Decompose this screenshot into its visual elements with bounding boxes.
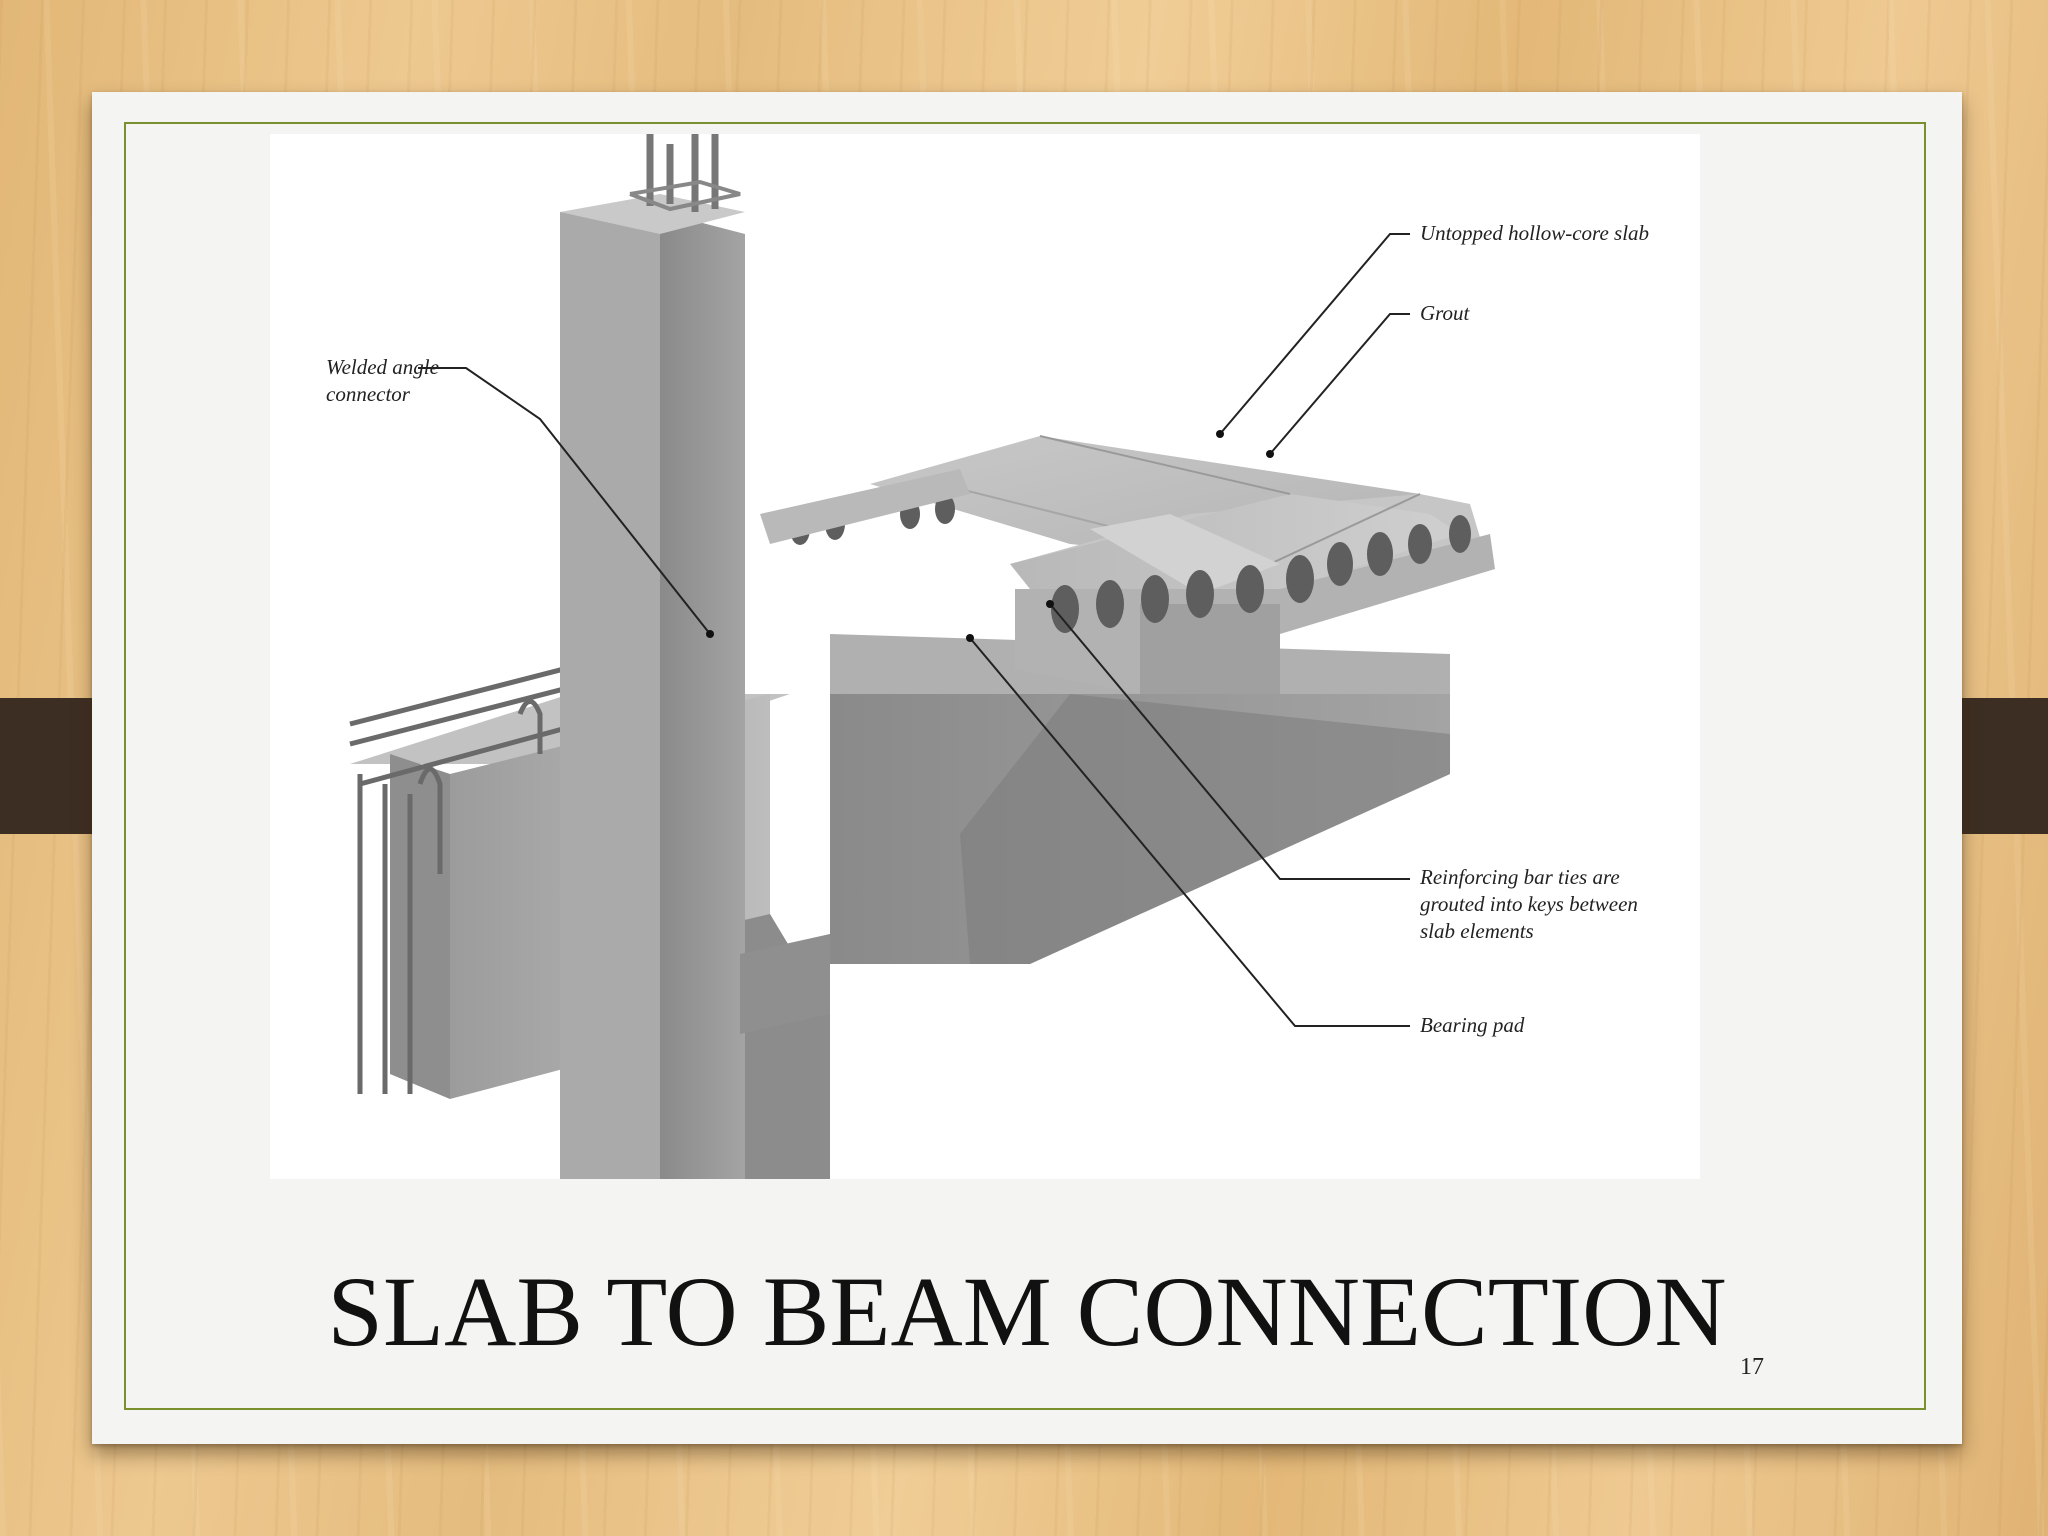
callout-rebar-ties: Reinforcing bar ties are grouted into ke… [1420, 865, 1638, 943]
slab-end-face [1140, 604, 1280, 694]
concrete-structure-drawing [349, 134, 1495, 1179]
slide-border [124, 122, 1926, 1410]
page-number: 17 [1740, 1354, 1764, 1380]
callout-leaders [418, 233, 1410, 1027]
slab-left-pieces [760, 469, 970, 544]
slide-title: SLAB TO BEAM CONNECTION [327, 1256, 1727, 1367]
column-corbel [740, 934, 830, 1034]
connection-illustration: Untopped hollow-core slab Grout Welded a… [270, 134, 1700, 1179]
callout-bearing-pad: Bearing pad [1420, 1013, 1525, 1037]
front-beam-end [390, 754, 450, 1099]
callout-untopped-slab: Untopped hollow-core slab [1420, 221, 1650, 245]
callout-welded-angle: Welded angle connector [326, 355, 439, 406]
callout-markers [706, 430, 1274, 642]
grout-joint [1090, 514, 1310, 594]
column-side [660, 212, 745, 1179]
callout-grout: Grout [1420, 301, 1470, 325]
column-rebar-stubs [646, 134, 719, 212]
beam-shadow [960, 694, 1450, 964]
column-front [560, 212, 660, 1179]
slide-card: Untopped hollow-core slab Grout Welded a… [92, 92, 1962, 1444]
